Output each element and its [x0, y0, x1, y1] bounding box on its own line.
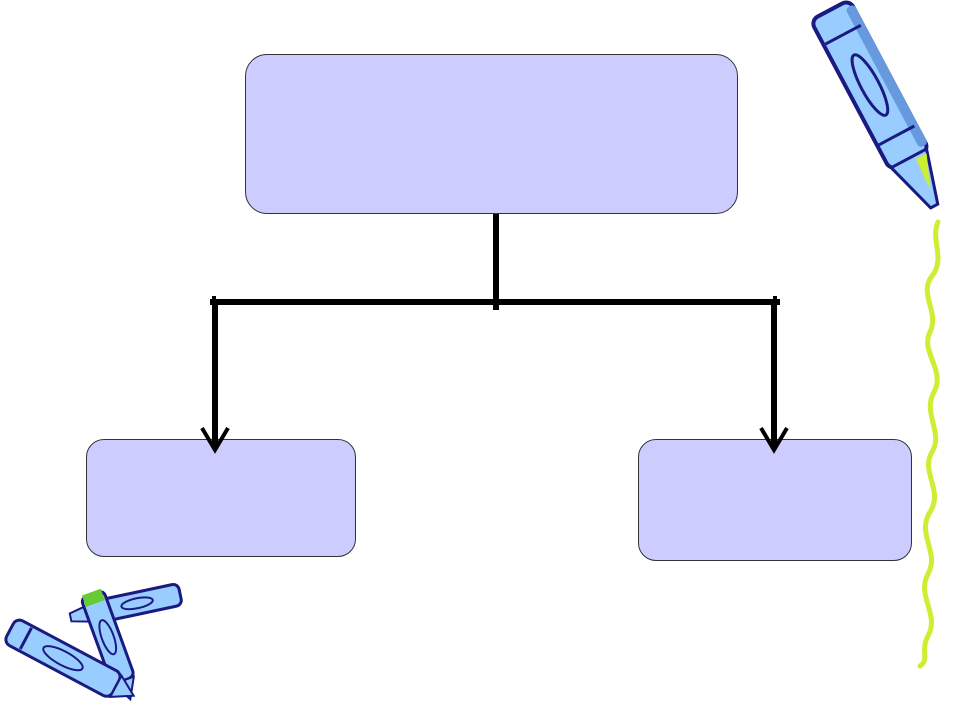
left-arrowhead — [200, 426, 230, 454]
scribble-line — [917, 219, 941, 669]
crayon-tip — [108, 673, 136, 699]
crayon-label-oval — [98, 619, 118, 656]
right-arrowhead — [759, 426, 789, 454]
left-box — [86, 439, 356, 557]
connectors — [200, 214, 789, 454]
crayon-band — [18, 627, 33, 650]
crayon-icon — [811, 0, 940, 210]
crayon-label-oval — [120, 596, 154, 611]
crayons-icon — [4, 582, 183, 702]
crayon-label-oval — [850, 53, 890, 117]
crayon-band — [878, 124, 916, 147]
crayon-small-3 — [4, 618, 136, 699]
top-box — [245, 54, 738, 214]
crayon-body — [811, 0, 929, 170]
crayon-tip-green — [81, 588, 105, 607]
crayon-shadow — [846, 5, 927, 147]
crayon-label-oval — [42, 645, 84, 672]
crayon-band — [824, 24, 862, 46]
right-box — [638, 439, 912, 561]
crayon-tip-highlight — [916, 153, 931, 191]
